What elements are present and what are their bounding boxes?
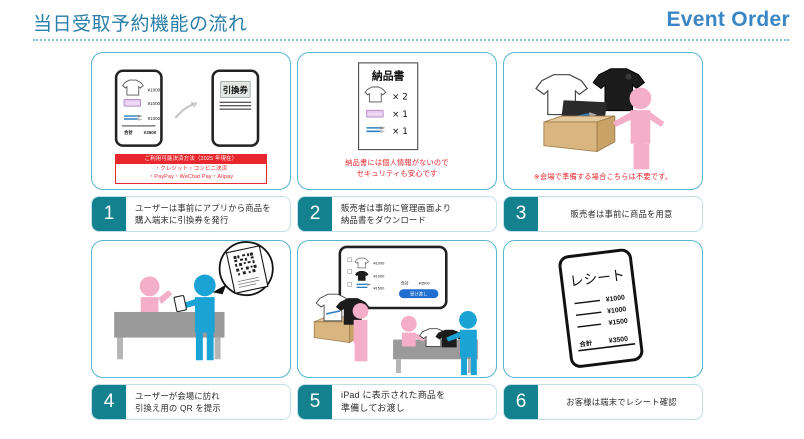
flow-cell-4: 4 ユーザーが会場に訪れ 引換え用の QR を提示 bbox=[91, 240, 291, 420]
illustration-panel-4 bbox=[91, 240, 291, 378]
svg-text:GOODS: GOODS bbox=[126, 102, 140, 106]
svg-text:¥1000: ¥1000 bbox=[373, 261, 385, 266]
step-4-line-1: ユーザーが会場に訪れ bbox=[135, 390, 220, 401]
step-4-line-2: 引換え用の QR を提示 bbox=[135, 403, 221, 413]
illustration-panel-3: ※会場で準備する場合こちらは不要です。 bbox=[503, 52, 703, 190]
svg-text:レシート: レシート bbox=[569, 268, 626, 291]
step-6-number: 6 bbox=[504, 385, 538, 419]
svg-text:引換券: 引換券 bbox=[223, 85, 249, 95]
svg-text:¥3500: ¥3500 bbox=[419, 280, 431, 285]
svg-text:¥1000: ¥1000 bbox=[605, 294, 625, 303]
svg-text:合計: 合計 bbox=[124, 129, 134, 136]
flow-cell-1: ¥1000 GOODS ¥1000 ¥1000 合計 ¥3500 bbox=[91, 52, 291, 232]
illustration-panel-6: レシート ¥1000 ¥1000 ¥1500 合計 ¥3500 bbox=[503, 240, 703, 378]
step-5-text: iPad に表示された商品を 準備してお渡し bbox=[332, 385, 496, 419]
step-2-line-1: 販売者は事前に管理画面より bbox=[341, 202, 452, 213]
svg-text:¥1500: ¥1500 bbox=[373, 285, 385, 290]
svg-text:¥1000: ¥1000 bbox=[148, 101, 161, 106]
header-divider bbox=[33, 39, 789, 41]
flow-grid: ¥1000 GOODS ¥1000 ¥1000 合計 ¥3500 bbox=[0, 44, 804, 439]
panel-1-artwork: ¥1000 GOODS ¥1000 ¥1000 合計 ¥3500 bbox=[114, 69, 260, 147]
step-4-text: ユーザーが会場に訪れ 引換え用の QR を提示 bbox=[126, 385, 290, 419]
security-note: 納品書には個人情報がないので セキュリティも安心です bbox=[302, 157, 492, 179]
page-header: 当日受取予約機能の流れ Event Order bbox=[0, 0, 804, 41]
step-1-text: ユーザーは事前にアプリから商品を 購入端末に引換券を発行 bbox=[126, 197, 290, 231]
step-3-number: 3 bbox=[504, 197, 538, 231]
svg-text:¥3500: ¥3500 bbox=[609, 336, 629, 345]
step-6[interactable]: 6 お客様は端末でレシート確認 bbox=[503, 384, 703, 420]
step-5-line-1: iPad に表示された商品を bbox=[341, 389, 446, 400]
venue-note: ※会場で準備する場合こちらは不要です。 bbox=[505, 171, 701, 182]
svg-text:¥3500: ¥3500 bbox=[144, 130, 157, 135]
flow-cell-5: ¥1000 ¥1000 ¥1500 合計 ¥3500 受け渡し bbox=[297, 240, 497, 420]
svg-text:× 1: × 1 bbox=[392, 110, 408, 120]
step-6-text: お客様は端末でレシート確認 bbox=[538, 385, 702, 419]
security-note-line-2: セキュリティも安心です bbox=[356, 169, 438, 178]
svg-text:× 1: × 1 bbox=[392, 127, 408, 137]
step-2-line-2: 納品書をダウンロード bbox=[341, 215, 426, 225]
svg-text:合計: 合計 bbox=[578, 338, 593, 349]
illustration-panel-5: ¥1000 ¥1000 ¥1500 合計 ¥3500 受け渡し bbox=[297, 240, 497, 378]
brand-logo: Event Order bbox=[666, 8, 790, 31]
svg-text:受け渡し: 受け渡し bbox=[410, 291, 427, 298]
svg-text:納品書: 納品書 bbox=[372, 69, 405, 83]
svg-text:¥1500: ¥1500 bbox=[608, 318, 628, 327]
payment-note-body: ・クレジット・コンビニ決済 ・PayPay・WeChat Pay・Alipay bbox=[116, 164, 266, 183]
illustration-panel-1: ¥1000 GOODS ¥1000 ¥1000 合計 ¥3500 bbox=[91, 52, 291, 190]
panel-4-artwork bbox=[114, 241, 274, 361]
flow-cell-6: レシート ¥1000 ¥1000 ¥1500 合計 ¥3500 6 bbox=[503, 240, 703, 420]
security-note-line-1: 納品書には個人情報がないので bbox=[345, 158, 449, 167]
step-4-number: 4 bbox=[92, 385, 126, 419]
payment-note-line-2: ・PayPay・WeChat Pay・Alipay bbox=[148, 174, 234, 180]
step-1-line-2: 購入端末に引換券を発行 bbox=[135, 215, 229, 225]
flow-cell-2: 納品書 × 2 GOODS × 1 × 1 納品書には個人情報がないので bbox=[297, 52, 497, 232]
svg-text:合計: 合計 bbox=[401, 280, 409, 285]
panel-3-artwork bbox=[535, 68, 665, 170]
svg-text:¥1000: ¥1000 bbox=[148, 87, 161, 92]
step-1[interactable]: 1 ユーザーは事前にアプリから商品を 購入端末に引換券を発行 bbox=[91, 196, 291, 232]
step-4[interactable]: 4 ユーザーが会場に訪れ 引換え用の QR を提示 bbox=[91, 384, 291, 420]
venue-note-text: ※会場で準備する場合こちらは不要です。 bbox=[533, 172, 673, 181]
panel-6-artwork: レシート ¥1000 ¥1000 ¥1500 合計 ¥3500 bbox=[558, 248, 644, 368]
panel-5-artwork: ¥1000 ¥1000 ¥1500 合計 ¥3500 受け渡し bbox=[313, 245, 478, 376]
step-5-line-2: 準備してお渡し bbox=[341, 403, 405, 413]
step-2-text: 販売者は事前に管理画面より 納品書をダウンロード bbox=[332, 197, 496, 231]
step-6-line-1: お客様は端末でレシート確認 bbox=[566, 396, 677, 407]
step-1-number: 1 bbox=[92, 197, 126, 231]
step-2-number: 2 bbox=[298, 197, 332, 231]
svg-text:¥1000: ¥1000 bbox=[373, 273, 385, 278]
step-5[interactable]: 5 iPad に表示された商品を 準備してお渡し bbox=[297, 384, 497, 420]
svg-text:GOODS: GOODS bbox=[368, 112, 382, 116]
illustration-panel-2: 納品書 × 2 GOODS × 1 × 1 納品書には個人情報がないので bbox=[297, 52, 497, 190]
step-3[interactable]: 3 販売者は事前に商品を用意 bbox=[503, 196, 703, 232]
step-3-text: 販売者は事前に商品を用意 bbox=[538, 197, 702, 231]
svg-text:¥1000: ¥1000 bbox=[148, 116, 161, 121]
page-title: 当日受取予約機能の流れ bbox=[33, 14, 248, 35]
payment-note-line-1: ・クレジット・コンビニ決済 bbox=[154, 166, 228, 172]
step-3-line-1: 販売者は事前に商品を用意 bbox=[570, 208, 673, 219]
panel-2-artwork: 納品書 × 2 GOODS × 1 × 1 bbox=[357, 62, 419, 151]
step-1-line-1: ユーザーは事前にアプリから商品を bbox=[135, 202, 271, 213]
payment-note-heading: ご利用可能決済方法（2025 年現在） bbox=[116, 155, 266, 164]
step-5-number: 5 bbox=[298, 385, 332, 419]
svg-text:¥1000: ¥1000 bbox=[607, 306, 627, 315]
svg-text:× 2: × 2 bbox=[392, 92, 408, 102]
payment-methods-note: ご利用可能決済方法（2025 年現在） ・クレジット・コンビニ決済 ・PayPa… bbox=[115, 154, 267, 184]
step-2[interactable]: 2 販売者は事前に管理画面より 納品書をダウンロード bbox=[297, 196, 497, 232]
flow-cell-3: ※会場で準備する場合こちらは不要です。 3 販売者は事前に商品を用意 bbox=[503, 52, 703, 232]
